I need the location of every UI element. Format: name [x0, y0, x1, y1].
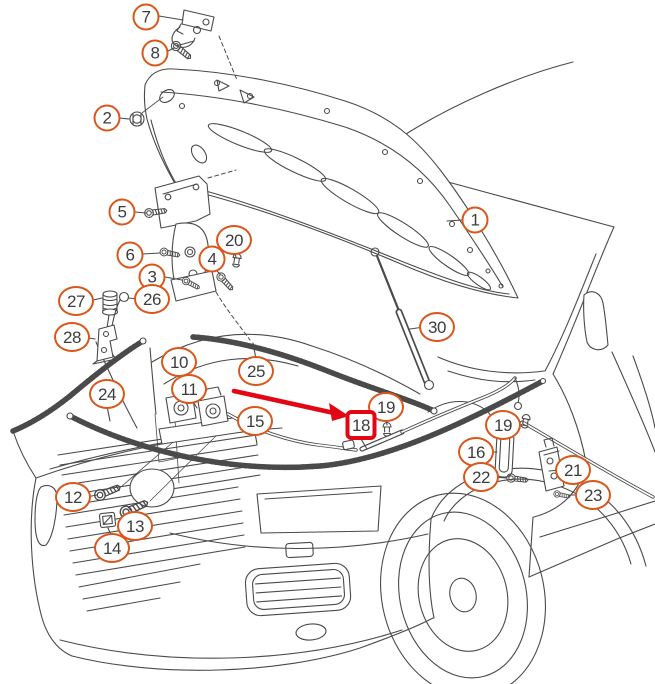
- gas-strut: [370, 247, 435, 391]
- fog-light-grille: [244, 562, 352, 617]
- horn: [129, 468, 175, 508]
- callout-21[interactable]: 21: [555, 455, 591, 485]
- callout-20[interactable]: 20: [216, 225, 252, 255]
- callout-30[interactable]: 30: [419, 312, 455, 342]
- hood-hinge-assembly: [154, 169, 251, 341]
- callout-7[interactable]: 7: [132, 3, 160, 31]
- callout-2[interactable]: 2: [93, 104, 121, 132]
- callout-27[interactable]: 27: [58, 286, 94, 316]
- callout-19-2[interactable]: 19: [485, 410, 521, 440]
- callout-1[interactable]: 1: [461, 206, 489, 234]
- front-wheel: [380, 492, 546, 684]
- bracket-21: [538, 446, 565, 492]
- callout-15[interactable]: 15: [237, 406, 273, 436]
- callout-19[interactable]: 19: [368, 392, 404, 422]
- callout-26[interactable]: 26: [134, 284, 170, 314]
- callout-22[interactable]: 22: [463, 462, 499, 492]
- hood-seal-strip: [190, 334, 438, 415]
- lock-carrier-seal-strip: [66, 377, 547, 471]
- left-fender-seal-strip: [10, 337, 147, 434]
- headlight: [34, 484, 58, 547]
- release-handle-assembly: [382, 413, 565, 492]
- callout-11[interactable]: 11: [171, 374, 207, 404]
- callout-10[interactable]: 10: [161, 347, 197, 377]
- callout-8[interactable]: 8: [141, 39, 169, 67]
- callout-23[interactable]: 23: [575, 480, 611, 510]
- callout-24[interactable]: 24: [89, 379, 125, 409]
- callout-28[interactable]: 28: [54, 322, 90, 352]
- callout-5[interactable]: 5: [108, 198, 136, 226]
- callout-12[interactable]: 12: [55, 482, 91, 512]
- highlight-arrow: [231, 388, 349, 421]
- callout-18-highlighted[interactable]: 18: [345, 410, 377, 440]
- clip-26: [118, 291, 130, 303]
- hood-panel: [143, 35, 519, 299]
- small-parts-left: [92, 96, 243, 365]
- callout-13[interactable]: 13: [117, 511, 153, 541]
- side-mirror: [583, 291, 609, 351]
- hood-latch-assembly: [171, 9, 215, 48]
- callout-6[interactable]: 6: [116, 241, 144, 269]
- clip-nut-14: [98, 511, 117, 529]
- callout-14[interactable]: 14: [94, 533, 130, 563]
- callout-25[interactable]: 25: [238, 356, 274, 386]
- seal-strips: [10, 334, 547, 471]
- release-cable: [226, 376, 655, 499]
- fasteners: [92, 38, 572, 529]
